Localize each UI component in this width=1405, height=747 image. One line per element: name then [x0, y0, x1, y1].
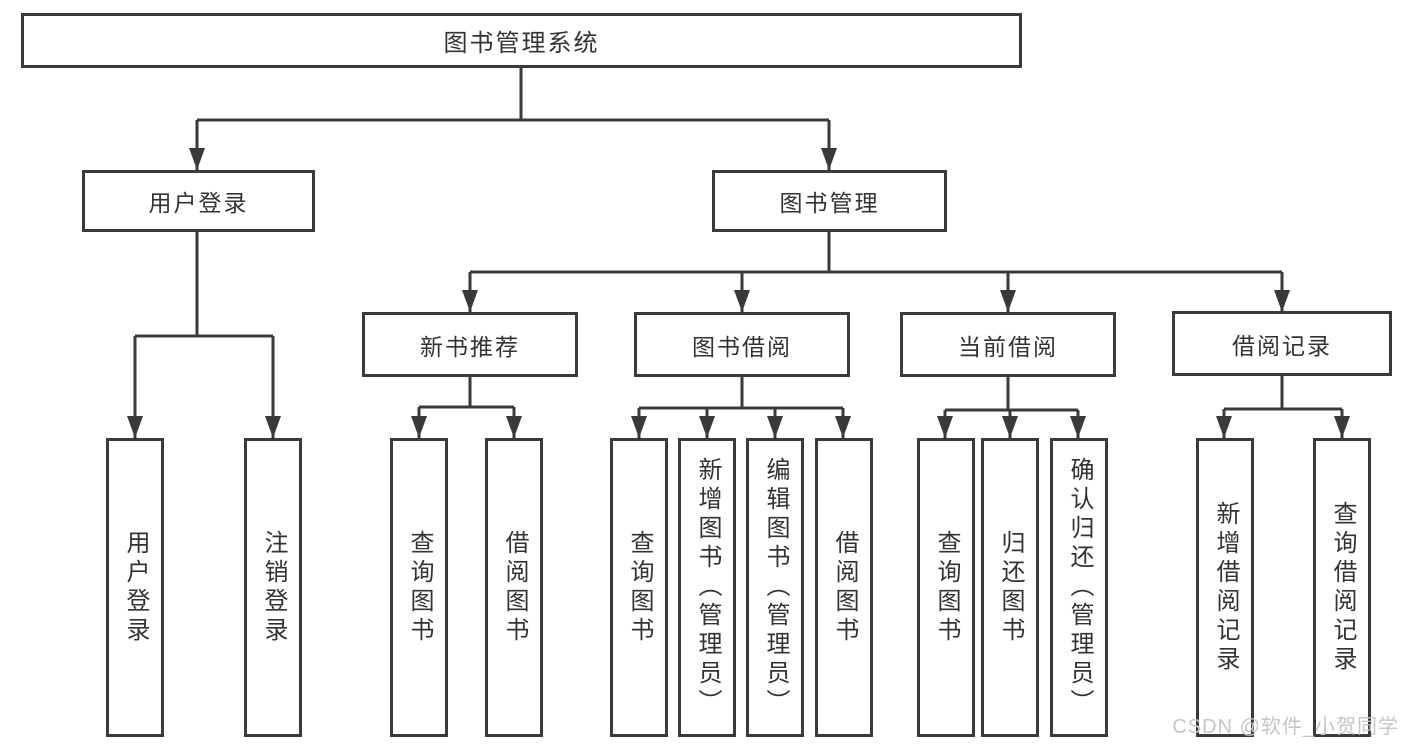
leaf-bb-query-books-label: 查询图书 — [626, 529, 653, 646]
connector-spines — [135, 68, 1342, 412]
node-root: 图书管理系统 — [21, 13, 1022, 68]
leaf-cb-confirm-return-admin-label: 确认归还（管理员） — [1066, 457, 1093, 718]
node-book-borrow-label: 图书借阅 — [692, 333, 792, 360]
leaf-bb-query-books: 查询图书 — [610, 438, 668, 737]
leaf-nb-borrow-books-label: 借阅图书 — [501, 529, 528, 646]
leaf-user-login: 用户登录 — [106, 438, 164, 737]
leaf-br-query-record: 查询借阅记录 — [1313, 438, 1371, 737]
leaf-bb-add-books-admin-label: 新增图书（管理员） — [694, 457, 721, 718]
node-book-borrow: 图书借阅 — [634, 312, 850, 377]
leaf-cb-return-books-label: 归还图书 — [997, 529, 1024, 646]
leaf-cb-confirm-return-admin: 确认归还（管理员） — [1050, 438, 1108, 737]
csdn-watermark: CSDN @软件_小贺同学 — [1172, 716, 1399, 738]
node-book-management-label: 图书管理 — [779, 190, 880, 216]
leaf-cb-query-books: 查询图书 — [917, 438, 975, 737]
node-borrow-records-label: 借阅记录 — [1232, 332, 1332, 359]
node-book-management: 图书管理 — [712, 170, 947, 232]
leaf-bb-borrow-books: 借阅图书 — [815, 438, 873, 737]
node-current-borrow: 当前借阅 — [900, 312, 1116, 377]
leaf-logout-label: 注销登录 — [260, 529, 287, 646]
leaf-logout: 注销登录 — [244, 438, 302, 737]
leaf-bb-add-books-admin: 新增图书（管理员） — [678, 438, 736, 737]
leaf-bb-borrow-books-label: 借阅图书 — [831, 529, 858, 646]
node-current-borrow-label: 当前借阅 — [958, 333, 1058, 360]
leaf-br-add-record-label: 新增借阅记录 — [1212, 500, 1239, 675]
leaf-bb-edit-books-admin: 编辑图书（管理员） — [746, 438, 804, 737]
leaf-nb-query-books-label: 查询图书 — [406, 529, 433, 646]
leaf-nb-borrow-books: 借阅图书 — [485, 438, 543, 737]
leaf-user-login-label: 用户登录 — [122, 529, 149, 646]
leaf-bb-edit-books-admin-label: 编辑图书（管理员） — [762, 457, 789, 718]
leaf-br-query-record-label: 查询借阅记录 — [1329, 500, 1356, 675]
leaf-cb-query-books-label: 查询图书 — [933, 529, 960, 646]
node-new-book-recommend: 新书推荐 — [362, 312, 578, 377]
node-root-label: 图书管理系统 — [443, 30, 600, 57]
leaf-br-add-record: 新增借阅记录 — [1196, 438, 1254, 737]
node-borrow-records: 借阅记录 — [1172, 311, 1392, 376]
node-new-book-recommend-label: 新书推荐 — [420, 333, 520, 360]
node-user-login-label: 用户登录 — [148, 190, 249, 216]
leaf-nb-query-books: 查询图书 — [390, 438, 448, 737]
node-user-login: 用户登录 — [82, 170, 315, 232]
leaf-cb-return-books: 归还图书 — [981, 438, 1039, 737]
